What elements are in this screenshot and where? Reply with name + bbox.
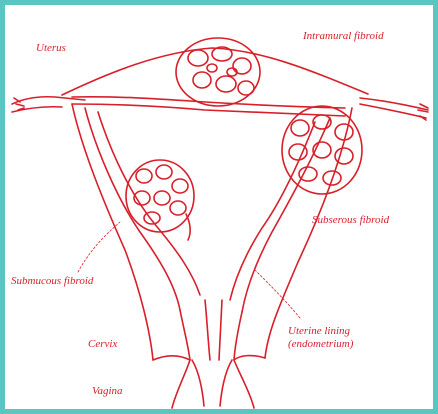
uterus-right-wall [265, 108, 352, 358]
cervix-label: Cervix [88, 338, 117, 351]
left-fallopian-tube [12, 97, 85, 104]
cervix-right [234, 312, 242, 360]
intramural-fibroid [176, 38, 260, 106]
vagina-right-wall [234, 356, 265, 408]
subserous-fibroid [282, 106, 362, 194]
cervical-canal [205, 300, 222, 360]
uterine-cavity-left-wall [85, 108, 180, 310]
vagina-left-wall [153, 356, 190, 408]
uterine-lining-label-line1: Uterine lining [288, 325, 408, 338]
subserous-fibroid-label: Subserous fibroid [312, 214, 389, 227]
submucous-fibroid [126, 160, 194, 240]
uterine-lining-label: Uterine lining (endometrium) [288, 325, 408, 350]
submucous-fibroid-label: Submucous fibroid [11, 275, 93, 288]
submucous-leader-line [78, 222, 120, 272]
uterine-cavity-top [72, 97, 345, 108]
vagina-label: Vagina [92, 385, 123, 398]
vagina-inner-right [220, 360, 232, 406]
cervix-left [180, 310, 190, 360]
vagina-inner-left [192, 360, 204, 406]
right-fallopian-tube-lower [360, 104, 426, 118]
endometrium-inner-right [230, 122, 315, 300]
right-fallopian-tube [360, 98, 428, 110]
intramural-fibroid-label: Intramural fibroid [303, 30, 384, 43]
uterine-lining-label-line2: (endometrium) [288, 338, 408, 351]
uterus-label: Uterus [36, 42, 66, 55]
